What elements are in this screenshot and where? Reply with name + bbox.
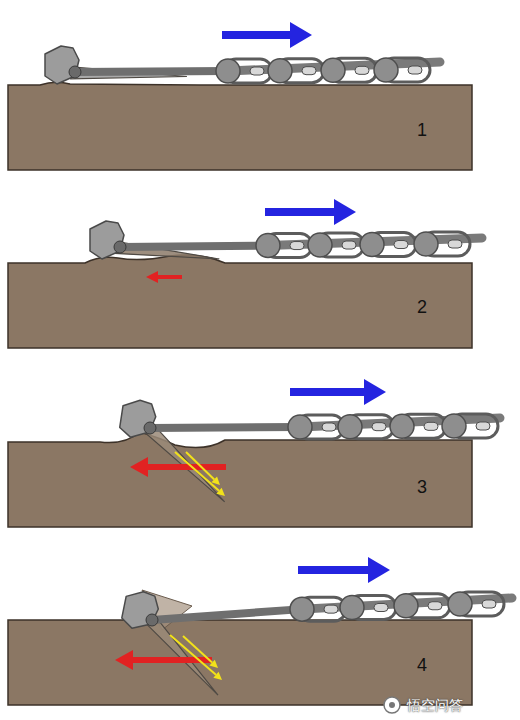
- watermark-logo: [384, 697, 400, 713]
- chain-link-hole: [302, 67, 316, 75]
- chain-link: [308, 233, 332, 257]
- anchor-shank: [120, 246, 268, 247]
- chain-link-hole: [424, 422, 438, 430]
- anchor-shank: [152, 609, 302, 620]
- chain-link-hole: [482, 600, 496, 608]
- seabed-ground: [8, 82, 472, 170]
- chain-link-hole: [374, 604, 388, 612]
- chain-link: [321, 58, 345, 82]
- chain-link-hole: [394, 241, 408, 249]
- watermark-logo: [389, 702, 395, 708]
- dig-arrow: [170, 635, 216, 675]
- chain-link: [442, 414, 466, 438]
- pull-arrow-head: [364, 379, 386, 405]
- watermark: 悟空问答: [407, 698, 463, 712]
- chain-link: [374, 58, 398, 82]
- chain-link-hole: [324, 605, 338, 613]
- seabed-ground: [8, 617, 472, 706]
- resistance-arrow-head: [130, 457, 148, 477]
- anchor-pivot: [69, 66, 81, 78]
- dig-arrow-head: [213, 672, 222, 680]
- step-number: 2: [417, 298, 427, 316]
- chain-link: [448, 592, 472, 616]
- chain-link: [290, 597, 314, 621]
- seabed-ground: [8, 432, 472, 527]
- anchor-pivot: [146, 614, 158, 626]
- dig-arrow-head: [209, 660, 218, 668]
- pull-arrow: [290, 388, 364, 396]
- dig-arrow: [186, 452, 214, 479]
- chain-link-hole: [428, 602, 442, 610]
- pull-arrow-head: [290, 22, 312, 48]
- chain-link: [256, 234, 280, 258]
- anchor-pivot: [114, 241, 126, 253]
- anchor-shank: [75, 67, 228, 76]
- chain-link-hole: [322, 423, 336, 431]
- seabed-ground: [8, 255, 472, 348]
- resistance-arrow-head: [115, 650, 133, 670]
- chain-link: [414, 232, 438, 256]
- step-number: 3: [417, 478, 427, 496]
- resistance-arrow: [158, 275, 182, 279]
- chain-link-hole: [290, 242, 304, 250]
- step-number: 4: [417, 656, 427, 674]
- resistance-arrow: [148, 464, 226, 470]
- chain-link: [268, 59, 292, 83]
- dig-arrow: [183, 636, 212, 663]
- chain-link: [390, 414, 414, 438]
- dig-arrow-head: [216, 488, 225, 496]
- step-number: 1: [417, 121, 427, 139]
- resistance-arrow-head: [146, 271, 158, 283]
- dig-arrow: [175, 452, 219, 491]
- pull-arrow-head: [334, 199, 356, 225]
- chain-link-hole: [250, 67, 264, 75]
- chain-link-hole: [476, 422, 490, 430]
- anchor-crown: [120, 400, 156, 437]
- chain-link-hole: [342, 241, 356, 249]
- dig-arrow-head: [211, 477, 220, 485]
- chain-link: [288, 415, 312, 439]
- chain-link: [216, 59, 240, 83]
- anchor-pivot: [144, 422, 156, 434]
- anchor-shank: [150, 423, 300, 432]
- pull-arrow-head: [368, 557, 390, 583]
- pull-arrow: [298, 566, 368, 574]
- chain-link-hole: [372, 423, 386, 431]
- pull-arrow: [222, 31, 290, 39]
- chain-link: [394, 594, 418, 618]
- chain-link-hole: [408, 66, 422, 74]
- anchor-crown: [122, 592, 159, 628]
- chain-link: [338, 415, 362, 439]
- pull-arrow: [265, 208, 334, 216]
- chain-link: [340, 596, 364, 620]
- chain-link-hole: [448, 240, 462, 248]
- chain-link-hole: [355, 66, 369, 74]
- anchor-fluke: [144, 614, 218, 695]
- anchor-fluke: [142, 422, 224, 502]
- chain-link: [360, 233, 384, 257]
